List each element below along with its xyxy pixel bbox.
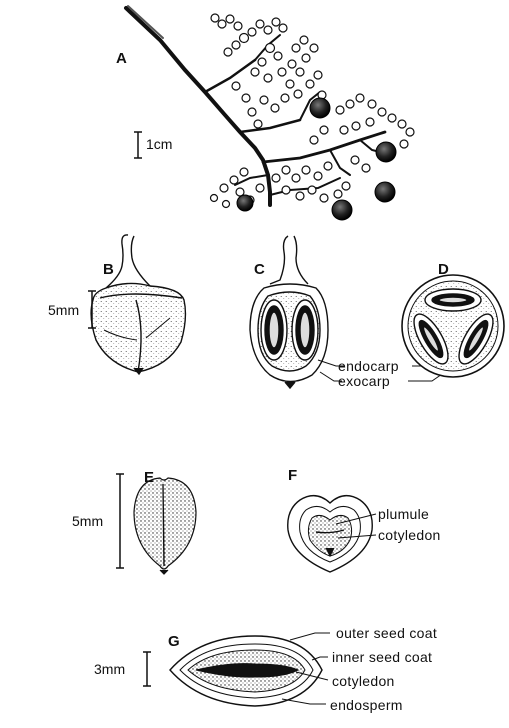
panel-e: E 5mm: [72, 469, 196, 574]
panel-f-letter: F: [288, 467, 297, 484]
panel-c-letter: C: [254, 261, 265, 278]
cross-section-drawing: [402, 275, 504, 377]
scale-bar-a: [134, 132, 142, 158]
scale-label-e: 5mm: [72, 513, 103, 529]
scale-label-g: 3mm: [94, 661, 125, 677]
label-cotyledon-f: cotyledon: [378, 527, 441, 543]
whole-fruit-drawing: [91, 235, 185, 374]
panel-b: B 5mm: [48, 235, 185, 374]
panel-g-letter: G: [168, 633, 180, 650]
panel-d: D: [402, 261, 504, 377]
scale-label-b: 5mm: [48, 302, 79, 318]
panel-g: G 3mm outer seed coat inner seed coat co…: [94, 625, 437, 713]
panel-b-letter: B: [103, 261, 114, 278]
label-cotyledon-g: cotyledon: [332, 673, 395, 689]
scale-bar-g: [143, 652, 151, 686]
fruit-section-drawing: [250, 236, 328, 388]
seed-long-section-drawing: [170, 636, 322, 706]
panel-f: F plumule cotyledon: [288, 467, 441, 572]
scale-bar-e: [116, 474, 124, 568]
label-endocarp: endocarp: [338, 358, 399, 374]
label-inner-seed-coat: inner seed coat: [332, 649, 432, 665]
panel-a-letter: A: [116, 50, 127, 67]
seed-section-drawing: [288, 496, 373, 572]
panel-a: A: [116, 6, 414, 220]
scale-label-a: 1cm: [146, 136, 172, 152]
label-outer-seed-coat: outer seed coat: [336, 625, 437, 641]
seed-drawing: [134, 478, 196, 574]
label-exocarp: exocarp: [338, 373, 390, 389]
label-endosperm: endosperm: [330, 697, 403, 713]
label-plumule: plumule: [378, 506, 429, 522]
